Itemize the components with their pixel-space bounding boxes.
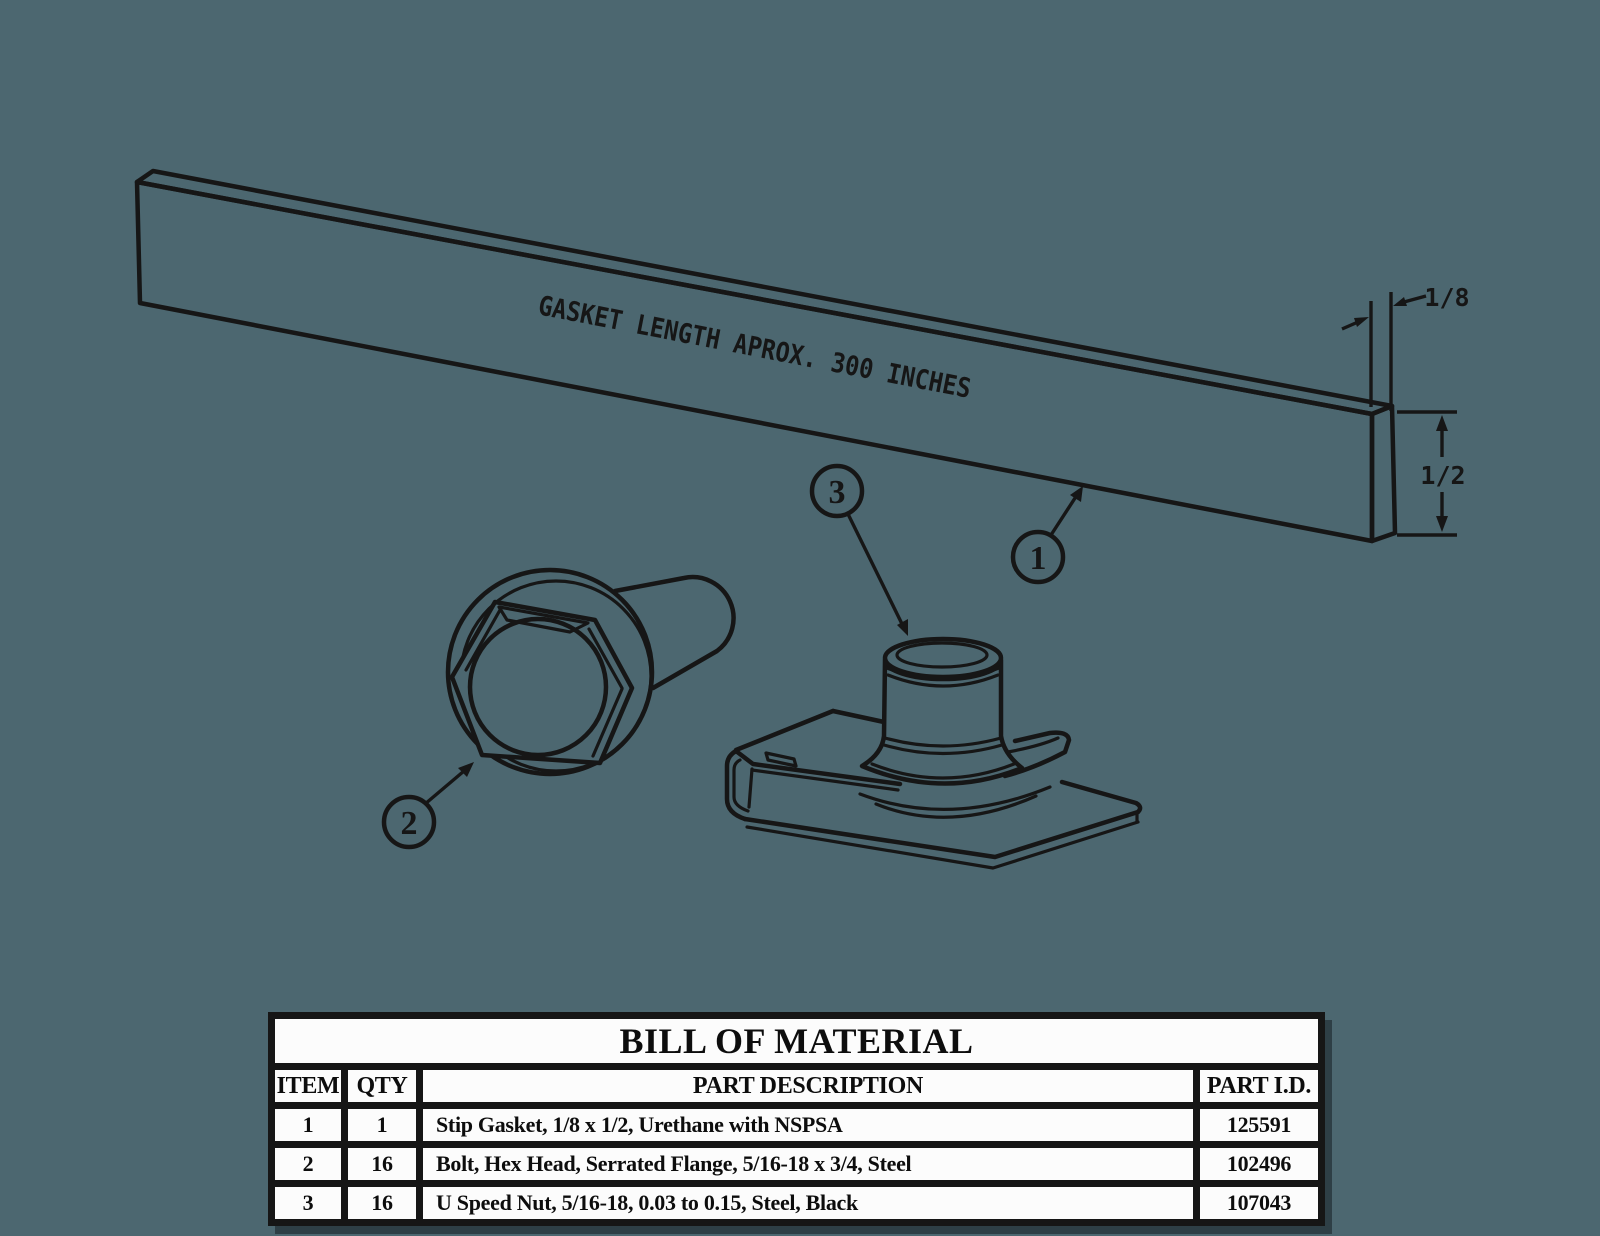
nut-fold-edge (747, 767, 754, 809)
callout-number: 3 (829, 474, 846, 511)
thickness-dim-label: 1/8 (1424, 283, 1469, 312)
callout-number: 1 (1030, 540, 1047, 577)
gasket-strip-drawing: GASKET LENGTH APROX. 300 INCHES (134, 168, 1398, 544)
table-row: 3 16 U Speed Nut, 5/16-18, 0.03 to 0.15,… (275, 1187, 1318, 1219)
barrel-band-line (885, 666, 1001, 681)
item-cell: 1 (275, 1109, 341, 1141)
upper-leaf-notch (764, 751, 798, 768)
hex-facet-line (587, 627, 624, 690)
bolt-face-circle (467, 616, 609, 758)
upper-leaf-front-edge (733, 748, 903, 787)
arrowhead (1393, 297, 1407, 306)
gasket-top-face (134, 168, 1395, 417)
dim-leader (1341, 320, 1359, 331)
barrel-flare-line (883, 736, 1003, 748)
nut-wing (1002, 730, 1072, 779)
lower-leaf-slot-arc (858, 785, 1052, 811)
hex-chamfer-facet (497, 605, 590, 634)
nut-left-fold (724, 748, 748, 822)
bolt-shaft (612, 574, 736, 691)
bom-header-row: ITEM QTY PART DESCRIPTION PART I.D. (275, 1070, 1318, 1102)
col-header-item: ITEM (275, 1070, 341, 1102)
callout-1: 1 (1010, 486, 1083, 585)
lower-leaf-outline (742, 779, 1143, 860)
lower-leaf-thickness (745, 820, 1140, 870)
callout-circle (381, 794, 437, 850)
lower-leaf-slot-arc (874, 794, 1038, 819)
col-header-part-id: PART I.D. (1200, 1070, 1318, 1102)
arrowhead (897, 619, 908, 636)
nut-left-fold-inner (732, 758, 750, 813)
arrowhead (458, 762, 474, 777)
qty-cell: 16 (348, 1148, 416, 1180)
description-cell: Bolt, Hex Head, Serrated Flange, 5/16-18… (423, 1148, 1193, 1180)
qty-cell: 1 (348, 1109, 416, 1141)
upper-leaf-thickness (750, 768, 900, 792)
gasket-end-face (1369, 403, 1398, 544)
part-id-cell: 125591 (1200, 1109, 1318, 1141)
callout-leader (846, 513, 905, 627)
part-id-cell: 102496 (1200, 1148, 1318, 1180)
table-row: 2 16 Bolt, Hex Head, Serrated Flange, 5/… (275, 1148, 1318, 1180)
barrel-flare-line (882, 743, 1004, 756)
barrel-rim-outer (882, 636, 1004, 680)
item-cell: 3 (275, 1187, 341, 1219)
description-cell: U Speed Nut, 5/16-18, 0.03 to 0.15, Stee… (423, 1187, 1193, 1219)
table-row: 1 1 Stip Gasket, 1/8 x 1/2, Urethane wit… (275, 1109, 1318, 1141)
barrel-band-line (886, 673, 1000, 688)
bom-title: BILL OF MATERIAL (275, 1019, 1318, 1063)
u-speed-nut-drawing (724, 636, 1143, 870)
barrel-rim-inner (895, 641, 989, 669)
callout-leader (423, 769, 466, 806)
callout-2: 2 (381, 762, 474, 850)
hex-facet-line (464, 608, 502, 672)
arrowhead (1436, 516, 1448, 532)
col-header-description: PART DESCRIPTION (423, 1070, 1193, 1102)
hex-facet-line (591, 687, 624, 758)
barrel-skirt-inner (870, 762, 1016, 780)
qty-cell: 16 (348, 1187, 416, 1219)
callout-circle (1010, 529, 1066, 585)
part-id-cell: 107043 (1200, 1187, 1318, 1219)
upper-leaf-left-edge (733, 708, 836, 753)
callout-leader (1049, 494, 1079, 536)
gasket-length-label: GASKET LENGTH APROX. 300 INCHES (536, 290, 974, 404)
arrowhead (1070, 486, 1083, 502)
callout-circle (809, 463, 865, 519)
callout-number: 2 (401, 805, 418, 842)
description-cell: Stip Gasket, 1/8 x 1/2, Urethane with NS… (423, 1109, 1193, 1141)
bom-title-row: BILL OF MATERIAL (275, 1019, 1318, 1063)
thickness-dimension: 1/8 (1341, 283, 1470, 411)
arrowhead (1436, 415, 1448, 431)
callout-3: 3 (809, 463, 908, 636)
item-cell: 2 (275, 1148, 341, 1180)
nut-wing-inner-line (1006, 736, 1060, 754)
hex-bolt-drawing (445, 567, 736, 777)
arrowhead (1354, 317, 1369, 327)
height-dim-label: 1/2 (1420, 461, 1465, 490)
upper-leaf-back-edge (830, 708, 887, 725)
dim-leader (1403, 294, 1427, 304)
bom-table: BILL OF MATERIAL ITEM QTY PART DESCRIPTI… (268, 1012, 1325, 1226)
height-dimension: 1/2 (1397, 410, 1466, 537)
col-header-qty: QTY (348, 1070, 416, 1102)
